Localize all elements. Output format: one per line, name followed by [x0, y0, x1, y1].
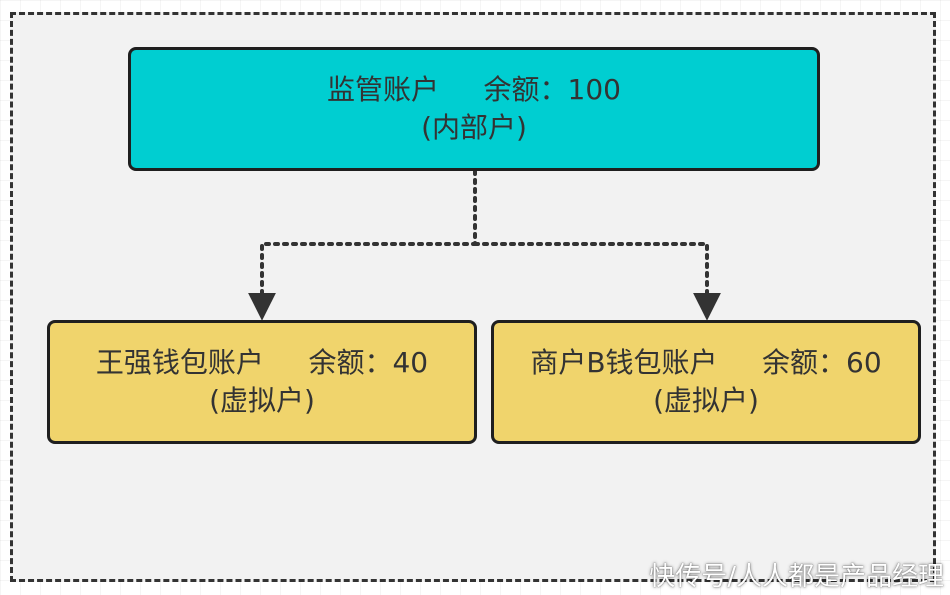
merchant-b-wallet-name: 商户B钱包账户 — [530, 346, 718, 379]
merchant-b-wallet-balance: 余额：60 — [762, 346, 882, 379]
supervision-account-type: (内部户) — [421, 111, 527, 144]
merchant-b-wallet-title: 商户B钱包账户 余额：60 — [530, 344, 881, 382]
merchant-b-wallet-node: 商户B钱包账户 余额：60 (虚拟户) — [491, 320, 921, 444]
merchant-b-wallet-type: (虚拟户) — [653, 384, 759, 417]
wangqiang-wallet-node: 王强钱包账户 余额：40 (虚拟户) — [47, 320, 477, 444]
wangqiang-wallet-type: (虚拟户) — [209, 384, 315, 417]
wangqiang-wallet-title: 王强钱包账户 余额：40 — [96, 344, 428, 382]
wangqiang-wallet-balance: 余额：40 — [308, 346, 429, 379]
watermark: 快传号/人人都是产品经理 — [649, 562, 944, 592]
supervision-account-balance: 余额：100 — [483, 73, 621, 106]
wangqiang-wallet-name: 王强钱包账户 — [95, 346, 264, 379]
supervision-account-node: 监管账户 余额：100 (内部户) — [128, 47, 820, 171]
supervision-account-name: 监管账户 — [327, 73, 440, 106]
supervision-account-title: 监管账户 余额：100 — [327, 71, 621, 109]
